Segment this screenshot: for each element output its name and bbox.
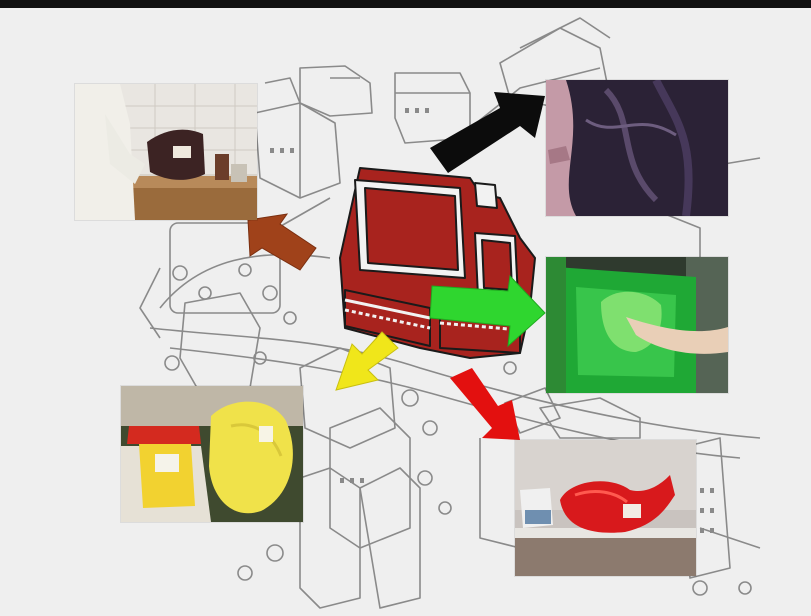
yellow-arrow <box>336 332 398 390</box>
red-arrow <box>450 368 520 440</box>
black-arrow <box>430 92 545 173</box>
window-top-border <box>0 0 811 8</box>
waste-sorting-diagram <box>0 8 811 616</box>
green-bag-in-bin <box>546 257 728 393</box>
brown-arrow <box>248 214 316 270</box>
black-garbage-bag <box>546 80 728 216</box>
red-bag-under-hood <box>515 440 696 576</box>
lab-worker-holding-dark-bag <box>75 84 257 220</box>
yellow-sharps-container-and-bag <box>121 386 303 522</box>
green-arrow <box>430 276 545 346</box>
